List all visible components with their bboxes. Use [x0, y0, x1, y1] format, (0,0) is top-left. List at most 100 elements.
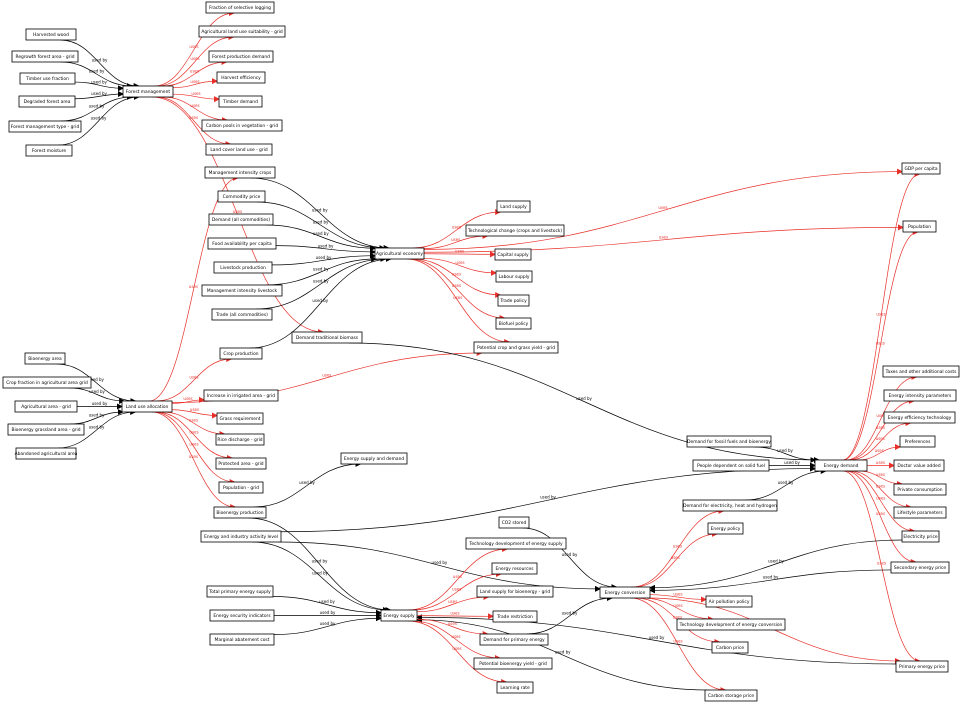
uses-edge-label: uses	[876, 312, 885, 317]
node-label: Regrowth forest area - grid	[15, 54, 74, 60]
uses-edge	[643, 597, 714, 622]
node-box	[209, 633, 275, 646]
node-label: Marginal abatement cost	[215, 637, 270, 643]
node-box	[495, 317, 532, 330]
used-by-edge-label: used by	[318, 243, 334, 248]
node-box	[15, 447, 77, 460]
node-label: Carbon pools in vegetation - grid	[206, 123, 278, 129]
used-by-edge	[248, 517, 392, 613]
node-doctor-value-added: Doctor value added	[893, 459, 945, 472]
node-box	[686, 435, 772, 448]
uses-edge-label: uses	[876, 496, 885, 501]
node-box	[496, 200, 531, 213]
node-bioenergy-production: Bioenergy production	[213, 506, 267, 519]
node-carbon-storage-price: Carbon storage price	[704, 689, 758, 702]
uses-edge	[406, 258, 511, 345]
node-box	[207, 237, 277, 250]
node-label: People dependent on solid fuel	[697, 463, 765, 469]
node-box	[890, 561, 950, 574]
node-label: Energy demand	[824, 463, 859, 469]
node-label: Demand (all commodities)	[212, 217, 271, 223]
used-by-edge	[273, 615, 382, 635]
node-electricity-price: Electricity price	[901, 530, 940, 543]
uses-edge	[423, 168, 903, 250]
node-forest-management: Forest management	[122, 85, 174, 98]
node-box	[18, 95, 76, 108]
uses-edge	[171, 396, 205, 404]
node-agri-land-use-suitability: Agricultural land use suitability - grid	[198, 25, 286, 38]
node-label: Bioenergy grassland area - grid	[11, 427, 80, 433]
node-label: Electricity price	[903, 534, 937, 540]
node-label: Harvested wood	[33, 32, 69, 38]
node-label: Doctor value added	[897, 463, 940, 469]
node-label: Trade (all commodities)	[215, 312, 268, 318]
node-box	[206, 585, 274, 598]
node-box	[883, 389, 957, 402]
node-box	[204, 166, 276, 179]
used-by-edge-label: used by	[313, 267, 329, 272]
node-box	[25, 28, 77, 41]
node-population: Population	[902, 220, 937, 233]
uses-edge-label: uses	[190, 69, 199, 74]
uses-edge	[412, 258, 502, 298]
used-by-edge-label: used by	[319, 599, 335, 604]
node-box	[218, 481, 264, 494]
node-energy-resources: Energy resources	[491, 562, 538, 575]
node-label: Technology development of energy supply	[468, 541, 563, 547]
node-box	[203, 389, 279, 402]
node-label: Livestock production	[220, 265, 266, 271]
node-label: Land supply for bioenergy - grid	[480, 589, 551, 595]
node-label: Population	[908, 224, 931, 230]
uses-edge-label: uses	[190, 56, 199, 61]
used-by-edge-label: used by	[555, 649, 571, 654]
node-air-pollution-policy: Air pollution policy	[705, 595, 753, 608]
node-label: Secondary energy price	[894, 565, 947, 571]
uses-edge-label: uses	[876, 436, 885, 441]
used-by-edge	[275, 245, 376, 255]
node-label: Agricultural land use suitability - grid	[201, 29, 283, 35]
node-demand-electricity-heat-h2: Demand for electricity, heat and hydroge…	[682, 499, 778, 512]
node-rice-discharge: Rice discharge - grid	[215, 433, 265, 446]
node-label: Technological change (crops and livestoc…	[467, 228, 563, 234]
node-forest-moisture: Forest moisture	[25, 144, 73, 157]
node-box	[682, 499, 778, 512]
node-box	[208, 50, 274, 63]
node-label: Energy security indicators	[213, 613, 271, 619]
node-energy-industry-activity: Energy and industry activity level	[200, 530, 282, 543]
uses-edge	[412, 571, 502, 611]
node-label: Demand traditional biomass	[296, 335, 359, 341]
node-label: Land cover land use - grid	[210, 147, 268, 153]
node-box	[893, 459, 945, 472]
node-box	[215, 457, 267, 470]
used-by-edge	[249, 256, 392, 349]
node-carbon-price: Carbon price	[711, 641, 749, 654]
uses-edge	[842, 171, 921, 461]
node-box	[704, 689, 758, 702]
node-lifestyle-parameters: Lifestyle parameters	[893, 506, 947, 519]
node-agri-area-grid: Agricultural area - grid	[14, 400, 78, 413]
uses-edge-label: uses	[876, 341, 885, 346]
node-label: Bioenergy area	[28, 356, 62, 362]
used-by-edge-label: used by	[89, 413, 105, 418]
node-box	[902, 220, 937, 233]
node-box	[473, 657, 553, 670]
node-food-availability: Food availability per capita	[207, 237, 277, 250]
node-box	[14, 400, 78, 413]
node-crop-fraction-agri-area: Crop fraction in agricultural area grid	[2, 376, 92, 389]
uses-edge-label: uses	[876, 484, 885, 489]
uses-edge-label: uses	[659, 234, 668, 239]
node-label: Degraded forest area	[24, 99, 71, 105]
used-by-edge-label: used by	[91, 80, 107, 85]
node-forest-production-demand: Forest production demand	[208, 50, 274, 63]
node-label: Potential crop and grass yield - grid	[477, 345, 555, 351]
node-box	[494, 248, 532, 261]
node-label: Crop fraction in agricultural area grid	[6, 380, 88, 386]
uses-edge	[171, 409, 218, 419]
uses-edge	[843, 470, 921, 664]
node-protected-area: Protected area - grid	[215, 457, 267, 470]
node-biofuel-policy: Biofuel policy	[495, 317, 532, 330]
used-by-edge	[526, 595, 614, 635]
uses-edge-label: uses	[452, 225, 461, 230]
node-label: Food availability per capita	[212, 241, 272, 247]
